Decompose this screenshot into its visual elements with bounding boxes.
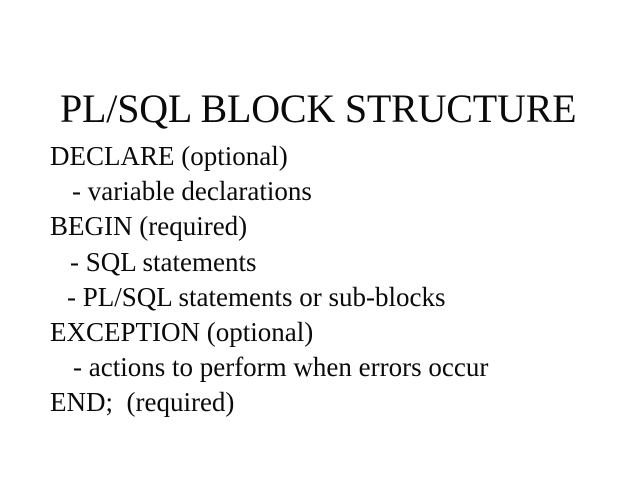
body-line-plsql-statements: - PL/SQL statements or sub-blocks xyxy=(67,281,446,312)
body-line-end: END; (required) xyxy=(50,387,235,418)
body-line-begin: BEGIN (required) xyxy=(50,211,248,242)
body-line-variable-decls: - variable declarations xyxy=(72,176,312,207)
page-title: PL/SQL BLOCK STRUCTURE xyxy=(60,85,577,131)
body-line-actions: - actions to perform when errors occur xyxy=(73,352,489,383)
body-line-sql-statements: - SQL statements xyxy=(70,246,257,277)
body-line-declare: DECLARE (optional) xyxy=(50,141,288,171)
slide-body: DECLARE (optional) - variable declaratio… xyxy=(50,139,625,421)
body-line-exception: EXCEPTION (optional) xyxy=(50,317,314,348)
